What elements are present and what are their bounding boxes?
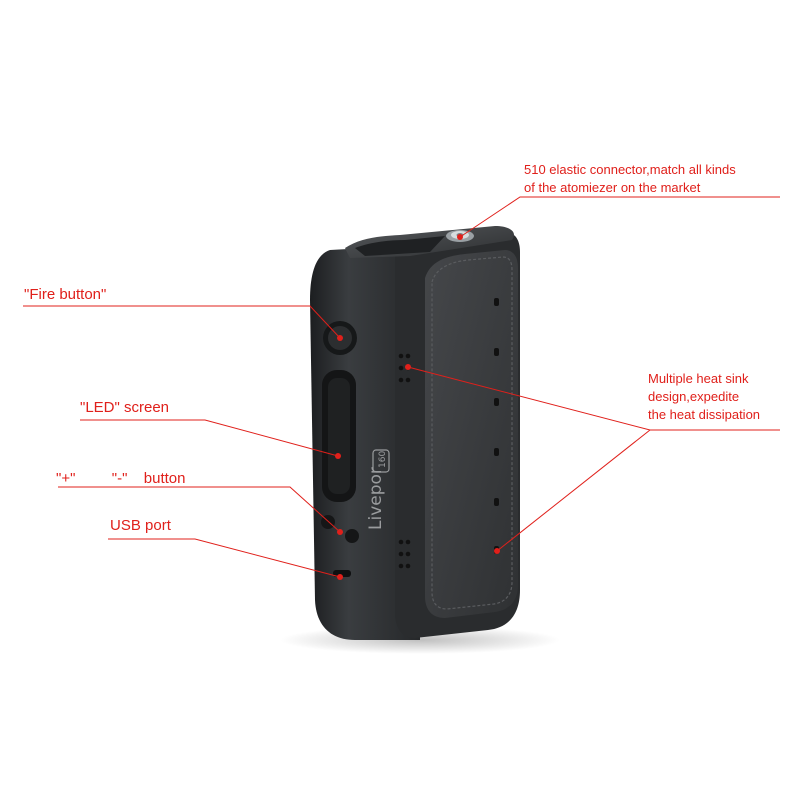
heat-sink-line1: Multiple heat sink xyxy=(648,371,749,386)
led-callout-line xyxy=(80,419,339,457)
connector-callout-line xyxy=(459,196,780,238)
heat-sink-callout-line-2 xyxy=(496,429,651,552)
led-screen-label: "LED" screen xyxy=(80,399,170,416)
usb-port-shape xyxy=(333,570,351,577)
plus-label: "+" xyxy=(56,470,76,487)
fire-button-label: "Fire button" xyxy=(24,286,107,303)
connector-callout-label: 510 elastic connector,match all kinds of… xyxy=(524,161,736,197)
brand-badge: 160 xyxy=(378,451,388,468)
button-suffix-label: button xyxy=(143,470,186,487)
brand-text: Livepor xyxy=(366,467,386,530)
usb-port-label: USB port xyxy=(110,517,171,534)
plus-minus-callout-line xyxy=(58,486,341,533)
connector-label-line1: 510 elastic connector,match all kinds xyxy=(524,162,736,177)
leather-panel xyxy=(425,250,518,618)
connector-label-line2: of the atomiezer on the market xyxy=(524,180,701,195)
callout-lines xyxy=(23,196,780,578)
led-screen-shape xyxy=(322,370,356,502)
minus-label: "-" xyxy=(111,470,128,487)
fire-callout-line xyxy=(23,305,341,339)
callout-dots xyxy=(335,234,500,580)
heat-sink-callout-label: Multiple heat sink design,expedite the h… xyxy=(648,370,760,424)
usb-callout-line xyxy=(108,538,341,578)
plus-minus-label: "+" "-" button xyxy=(56,470,185,488)
side-vent-holes-lower xyxy=(398,539,411,569)
heat-sink-line3: the heat dissipation xyxy=(648,407,761,422)
heat-sink-line2: design,expedite xyxy=(648,389,740,404)
